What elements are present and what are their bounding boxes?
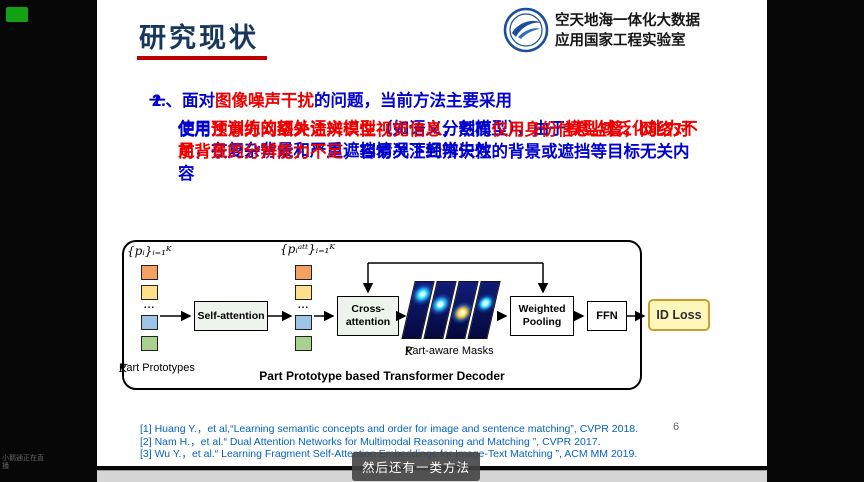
subtitle-toast: 然后还有一类方法 <box>352 452 481 481</box>
prototype-square <box>295 265 312 280</box>
reference-entry: [1] Huang Y.，et al,“Learning semantic co… <box>140 423 639 435</box>
prototype-square <box>141 265 158 280</box>
slide-title: 研究现状 <box>139 23 259 53</box>
lab-name-line1: 空天地海一体化大数据 <box>555 13 700 29</box>
prototype-square <box>141 285 158 300</box>
text-segment: ，在复杂背景和严重遮挡情况下经常失效 <box>194 142 492 160</box>
attended-prototype-set-label: {pᵢᵃᵗᵗ}ᵢ₌₁ᴷ <box>280 242 335 256</box>
ellipsis: ... <box>297 300 310 311</box>
lab-name: 空天地海一体化大数据 应用国家工程实验室 <box>555 11 700 51</box>
reference-entry: [2] Nam H.，et al.“ Dual Attention Networ… <box>140 435 601 448</box>
prototype-square <box>141 336 158 351</box>
item-1-number: 1. <box>152 92 166 110</box>
text-segment: ，然而 <box>442 121 492 139</box>
diagram-arrows <box>160 262 646 322</box>
item-2-number: 2. <box>152 92 166 110</box>
text-segment: 使用 <box>178 120 211 138</box>
ellipsis: ... <box>143 300 156 311</box>
cross-attention-label-2: attention <box>345 316 391 328</box>
item-1-text: 使用预训练的额外语义模型（如语义分割模型），由于模型域泛化能力不足，在复杂背景和… <box>178 118 699 162</box>
prototype-square <box>295 285 312 300</box>
prototype-set-label: {pᵢ}ᵢ₌₁ᴷ <box>127 244 172 258</box>
caption-text: Part-aware Masks <box>405 345 494 357</box>
cross-attention-label-1: Cross- <box>351 303 385 315</box>
caption-part-prototypes: K Part Prototypes <box>119 362 195 375</box>
body-heading: 一、面对图像噪声干扰的问题，当前方法主要采用 <box>149 90 699 113</box>
caption-text: Part Prototypes <box>119 362 195 374</box>
text-segment: （如语义分割模型），由于 <box>376 120 566 138</box>
text-segment: 一、面对 <box>149 92 215 110</box>
body-text: 一、面对图像噪声干扰的问题，当前方法主要采用 1. 使用预训练的额外语义模型（如… <box>147 90 699 183</box>
prototype-square <box>141 315 158 330</box>
id-loss-label: ID Loss <box>656 308 702 322</box>
lab-logo-icon <box>503 7 549 53</box>
item-2-text: 使用注意力网络关注辨识性视觉信息，然而仅用身份信息监督，网络对前背景的分辨能力不… <box>178 119 699 185</box>
self-attention-box: Self-attention <box>194 301 268 331</box>
id-loss-box: ID Loss <box>648 299 710 331</box>
title-underline <box>137 56 267 60</box>
text-segment: 使用 <box>178 121 211 139</box>
weighted-pooling-label-2: Pooling <box>522 316 562 328</box>
lab-name-line2: 应用国家工程实验室 <box>555 33 686 49</box>
text-segment: 注意力网络关注辨识性视觉信息 <box>211 121 442 139</box>
prototype-square <box>295 336 312 351</box>
text-segment: 模型域泛化能力不足 <box>178 120 698 160</box>
prototype-square <box>295 315 312 330</box>
stream-watermark: 小鹅通正在直播 <box>2 455 44 470</box>
weighted-pooling-label-1: Weighted <box>518 303 566 315</box>
caption-decoder: Part Prototype based Transformer Decoder <box>259 369 505 383</box>
text-segment: 预训练的额外语义模型 <box>211 120 376 138</box>
text-segment: ，容易关注到辨识性的背景或遮挡等目标无关内容 <box>178 143 690 183</box>
self-attention-label: Self-attention <box>197 310 265 322</box>
ffn-label: FFN <box>596 310 618 322</box>
caption-part-aware-masks: K Part-aware Masks <box>405 345 494 358</box>
text-segment: 图像噪声干扰 <box>215 92 314 110</box>
k-symbol: K <box>119 362 128 375</box>
text-segment: 的问题，当前方法主要采用 <box>314 92 512 110</box>
cross-attention-box: Cross- attention <box>337 296 399 336</box>
weighted-pooling-box: Weighted Pooling <box>510 296 574 336</box>
text-segment: 仅用身份信息监督，网络对前背景的分辨能力不足 <box>178 121 690 161</box>
k-symbol: K <box>405 345 414 358</box>
presentation-slide: 研究现状 空天地海一体化大数据 应用国家工程实验室 一、面对图像噪声干扰的问题，… <box>97 0 767 466</box>
ffn-box: FFN <box>587 301 627 331</box>
page-number: 6 <box>673 421 680 433</box>
recording-badge <box>6 7 28 22</box>
